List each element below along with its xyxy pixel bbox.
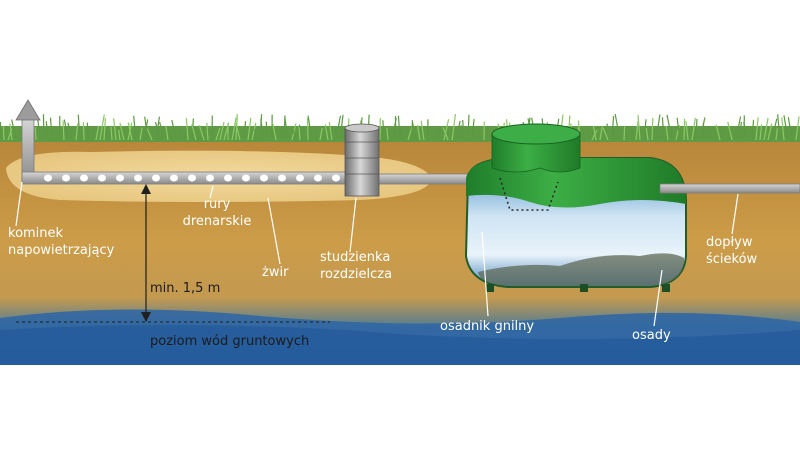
drainage-hole bbox=[260, 174, 268, 182]
label-vent: kominek napowietrzający bbox=[8, 225, 114, 259]
leader-tank bbox=[481, 231, 489, 317]
drainage-hole bbox=[242, 174, 250, 182]
leader-box bbox=[349, 197, 357, 253]
label-inflow: dopływ ścieków bbox=[706, 234, 757, 268]
drainage-hole bbox=[188, 174, 196, 182]
drainage-hole bbox=[98, 174, 106, 182]
drainage-hole bbox=[44, 174, 52, 182]
drainage-hole bbox=[152, 174, 160, 182]
drainage-hole bbox=[314, 174, 322, 182]
label-pipes-line2: drenarskie bbox=[182, 214, 252, 229]
label-pipes: rury drenarskie bbox=[162, 196, 272, 230]
sludge bbox=[478, 253, 684, 286]
drainage-hole bbox=[206, 174, 214, 182]
tank-lid bbox=[491, 123, 581, 145]
label-pipes-line1: rury bbox=[203, 197, 231, 212]
leader-inflow bbox=[731, 193, 739, 235]
leader-gravel bbox=[267, 197, 281, 265]
label-box-line2: rozdzielcza bbox=[320, 267, 393, 282]
drainage-hole bbox=[116, 174, 124, 182]
vent-arrow-icon bbox=[15, 99, 41, 121]
drainage-hole bbox=[296, 174, 304, 182]
label-tank: osadnik gnilny bbox=[440, 319, 535, 334]
drainage-hole bbox=[278, 174, 286, 182]
tank-neck bbox=[491, 133, 581, 173]
drainage-holes bbox=[44, 174, 340, 182]
label-gravel: żwir bbox=[262, 265, 289, 280]
inflow-pipe bbox=[659, 183, 800, 194]
label-depth: min. 1,5 m bbox=[150, 281, 221, 296]
label-groundwater: poziom wód gruntowych bbox=[150, 334, 310, 349]
leader-sludge bbox=[653, 269, 663, 327]
label-sludge: osady bbox=[632, 328, 671, 343]
leader-vent bbox=[15, 181, 23, 227]
label-vent-line1: kominek bbox=[8, 226, 64, 241]
drainage-hole bbox=[80, 174, 88, 182]
inner-baffle bbox=[499, 177, 559, 211]
drainage-hole bbox=[62, 174, 70, 182]
label-box-line1: studzienka bbox=[320, 250, 391, 265]
drainage-hole bbox=[170, 174, 178, 182]
label-inflow-line2: ścieków bbox=[706, 252, 758, 267]
distribution-box bbox=[344, 127, 380, 197]
label-distribution-box: studzienka rozdzielcza bbox=[320, 249, 392, 283]
label-inflow-line1: dopływ bbox=[706, 235, 753, 250]
drainage-hole bbox=[332, 174, 340, 182]
drainage-hole bbox=[224, 174, 232, 182]
leader-pipes bbox=[209, 185, 214, 199]
drainage-hole bbox=[134, 174, 142, 182]
label-vent-line2: napowietrzający bbox=[8, 243, 115, 258]
